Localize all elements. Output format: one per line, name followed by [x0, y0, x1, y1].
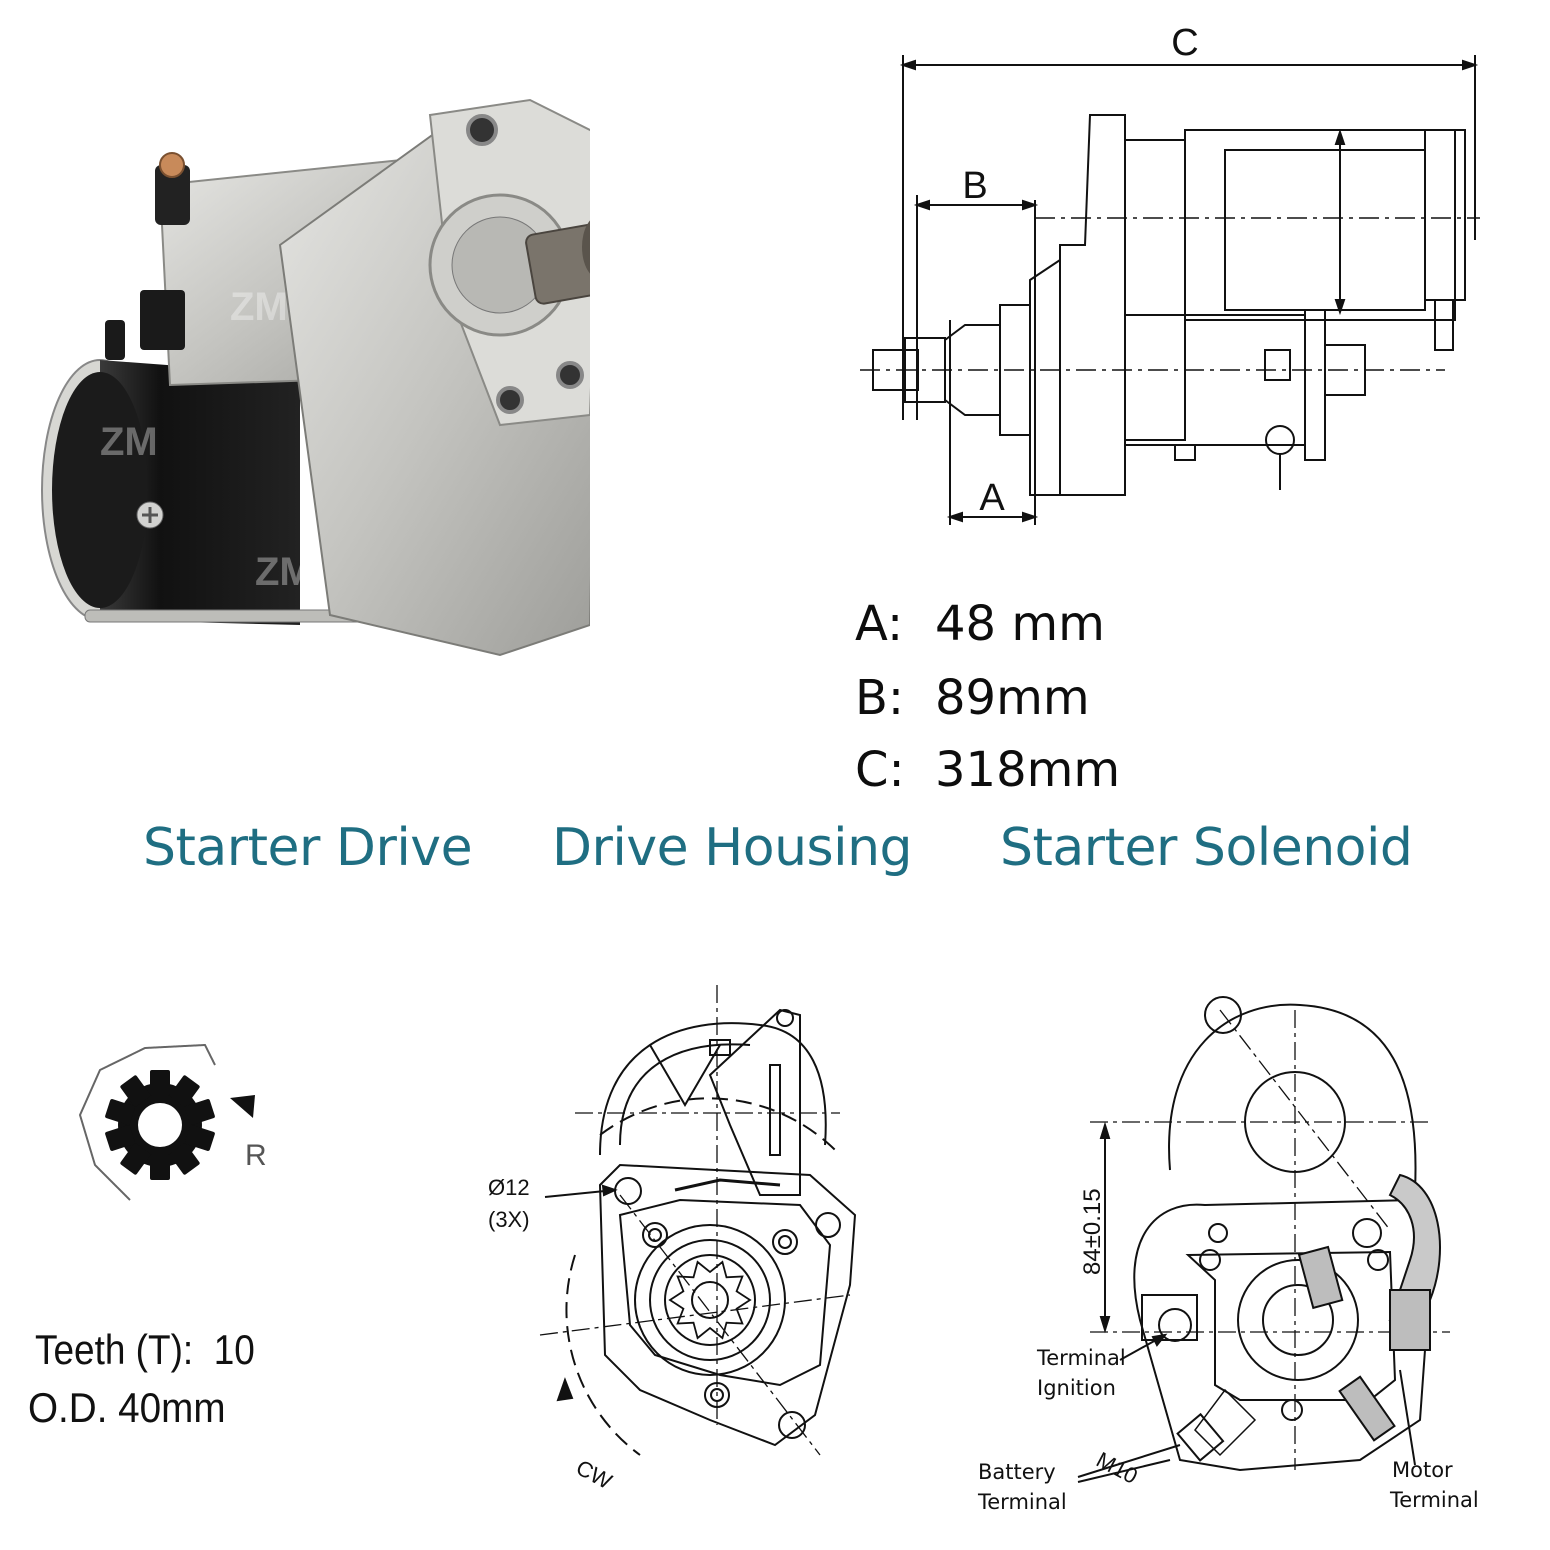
label-terminal-ignition-line1: Terminal: [1037, 1346, 1126, 1370]
hole-count-label: (3X): [488, 1207, 530, 1232]
label-battery-line2: Terminal: [978, 1490, 1067, 1514]
watermark: ZM: [255, 550, 313, 594]
gear-tooth: [120, 1143, 151, 1175]
pinion-teeth-outline: [668, 1260, 752, 1340]
teeth-row: Teeth (T): 10: [35, 1326, 255, 1374]
label-terminal-ignition-line2: Ignition: [1037, 1376, 1116, 1400]
gear-tooth: [105, 1124, 135, 1151]
dim-row-b: B: 89mm: [855, 670, 1090, 726]
heading-starter-solenoid: Starter Solenoid: [1000, 818, 1413, 878]
label-battery-terminal: Battery Terminal: [978, 1457, 1067, 1517]
gear-tooth: [150, 1154, 170, 1180]
dim-row-a-key: A:: [855, 596, 904, 652]
solenoid-dimension-label: 84±0.15: [1079, 1188, 1106, 1275]
teeth-label: Teeth (T):: [35, 1326, 194, 1373]
label-terminal-ignition: Terminal Ignition: [1037, 1343, 1126, 1403]
od-label: O.D.: [28, 1384, 108, 1431]
heading-starter-drive: Starter Drive: [143, 818, 473, 878]
od-value: 40mm: [118, 1384, 226, 1431]
dim-row-a-value: 48 mm: [935, 596, 1105, 652]
watermark: ZM: [230, 285, 288, 329]
drive-housing-drawing: Ø12 (3X) CW: [488, 985, 857, 1494]
label-battery-line1: Battery: [978, 1460, 1056, 1484]
dim-b-label: B: [962, 165, 987, 207]
rotation-cw-label: CW: [572, 1455, 616, 1494]
solenoid-drawing: 84±0.15 M10: [1077, 996, 1450, 1489]
label-motor-line2: Terminal: [1390, 1488, 1479, 1512]
screw-icon: [1199, 1249, 1389, 1421]
dim-row-c-value: 318mm: [935, 742, 1121, 798]
gear-tooth: [169, 1075, 200, 1107]
heading-drive-housing: Drive Housing: [552, 818, 913, 878]
gear-tooth: [105, 1099, 135, 1126]
dim-row-b-value: 89mm: [935, 670, 1090, 726]
teeth-value: 10: [213, 1326, 255, 1373]
hole-diameter-label: Ø12: [488, 1175, 530, 1200]
od-row: O.D. 40mm: [28, 1384, 226, 1432]
thread-label: M10: [1092, 1447, 1142, 1489]
dim-row-a: A: 48 mm: [855, 596, 1105, 652]
rotation-arrow-icon: [230, 1095, 255, 1118]
watermark: ZM: [100, 420, 158, 464]
side-view-drawing: C B A: [860, 22, 1480, 525]
hole-icon: [614, 1177, 642, 1205]
gear-tooth: [169, 1143, 200, 1175]
gear-rotation-label: R: [245, 1139, 267, 1172]
dim-row-c-key: C:: [855, 742, 905, 798]
dim-row-c: C: 318mm: [855, 742, 1120, 798]
pinion-gear-diagram: R: [78, 1043, 267, 1201]
screw-icon: [642, 1222, 798, 1408]
label-motor-line1: Motor: [1392, 1458, 1453, 1482]
gear-tooth: [185, 1124, 215, 1151]
dim-a-label: A: [979, 477, 1005, 519]
gear-tooth: [150, 1070, 170, 1096]
dim-row-b-key: B:: [855, 670, 905, 726]
gear-tooth: [120, 1075, 151, 1107]
dim-c-label: C: [1171, 22, 1198, 64]
label-motor-terminal: Motor Terminal: [1390, 1455, 1479, 1515]
gear-tooth: [185, 1099, 215, 1126]
starter-motor-photo: ZM ZM ZM: [41, 98, 590, 657]
